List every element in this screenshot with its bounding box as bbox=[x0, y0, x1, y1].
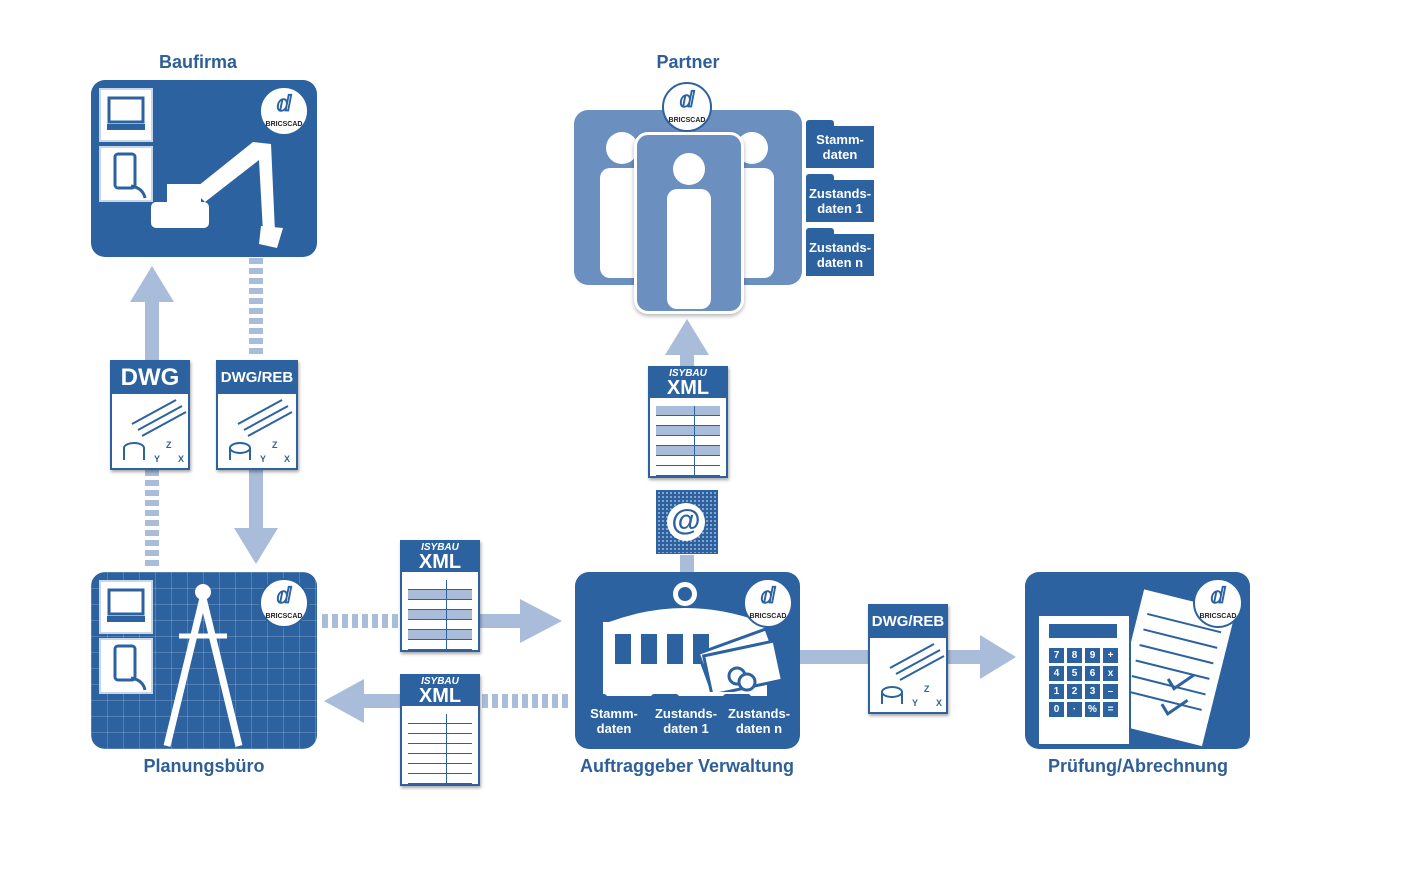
admin-folder-zustandsdaten-n[interactable]: Zustands-daten n bbox=[723, 694, 795, 744]
arrow-xml-to-planung bbox=[324, 679, 402, 723]
calculator-key: 3 bbox=[1085, 684, 1100, 699]
compass-icon bbox=[163, 584, 243, 747]
dashed-line-planung-to-xml bbox=[322, 614, 398, 628]
calculator-key: 0 bbox=[1049, 702, 1064, 717]
banknotes-icon bbox=[696, 626, 785, 692]
isybau-xml-document-top: ISYBAU XML bbox=[400, 540, 480, 652]
svg-text:Z: Z bbox=[272, 440, 278, 450]
dwg-reb-document-right: DWG/REB Z Y X bbox=[868, 604, 948, 714]
calculator-key: 6 bbox=[1085, 666, 1100, 681]
calculator-key: 9 bbox=[1085, 648, 1100, 663]
svg-text:Y: Y bbox=[154, 454, 160, 464]
at-sign-icon: @ bbox=[667, 503, 705, 541]
dwg-document: DWG Z Y X bbox=[110, 360, 190, 470]
partner-folder-zustandsdaten-1[interactable]: Zustands-daten 1 bbox=[806, 174, 874, 222]
checklist-documents-icon bbox=[1108, 588, 1238, 748]
excavator-icon bbox=[151, 142, 283, 248]
dwg-reb-title: DWG/REB bbox=[218, 362, 296, 394]
smartphone-icon bbox=[99, 638, 153, 694]
dashed-line-dwg-to-planung bbox=[145, 470, 159, 566]
svg-text:Y: Y bbox=[912, 698, 918, 708]
partner-folder-zustandsdaten-n[interactable]: Zustands-daten n bbox=[806, 228, 874, 276]
email-badge: @ bbox=[656, 490, 718, 554]
calculator-key: 4 bbox=[1049, 666, 1064, 681]
pipes-3d-icon: Z Y X bbox=[229, 399, 293, 464]
computer-icon bbox=[99, 580, 153, 634]
svg-text:Y: Y bbox=[260, 454, 266, 464]
calculator-key: + bbox=[1103, 648, 1118, 663]
auftraggeber-label: Auftraggeber Verwaltung bbox=[579, 756, 795, 776]
person-icon bbox=[667, 153, 711, 309]
arrow-dwgreb-to-planung bbox=[234, 470, 278, 564]
partner-folder-stammdaten[interactable]: Stamm-daten bbox=[806, 120, 874, 168]
dwg-reb-document-left: DWG/REB Z Y X bbox=[216, 360, 298, 470]
dashed-line-auftraggeber-to-xml bbox=[482, 694, 568, 708]
calculator-key: 5 bbox=[1067, 666, 1082, 681]
calculator-key: – bbox=[1103, 684, 1118, 699]
calculator-key: % bbox=[1085, 702, 1100, 717]
admin-folder-zustandsdaten-1[interactable]: Zustands-daten 1 bbox=[651, 694, 721, 744]
pipes-3d-icon: Z Y X bbox=[123, 399, 187, 464]
dwg-title: DWG bbox=[112, 362, 188, 394]
calculator-key: 1 bbox=[1049, 684, 1064, 699]
calculator-key: x bbox=[1103, 666, 1118, 681]
planungsbuero-label: Planungsbüro bbox=[143, 756, 265, 776]
calculator-key: = bbox=[1103, 702, 1118, 717]
partner-label: Partner bbox=[656, 52, 720, 72]
svg-text:X: X bbox=[284, 454, 290, 464]
dwg-reb-title: DWG/REB bbox=[870, 606, 946, 638]
computer-icon bbox=[99, 88, 153, 142]
calculator-key: 8 bbox=[1067, 648, 1082, 663]
svg-text:X: X bbox=[936, 698, 942, 708]
dashed-line-baufirma-to-dwgreb bbox=[249, 258, 263, 354]
svg-text:Z: Z bbox=[924, 684, 930, 694]
calculator-key: 2 bbox=[1067, 684, 1082, 699]
smartphone-icon bbox=[99, 146, 153, 202]
svg-text:Z: Z bbox=[166, 440, 172, 450]
svg-text:X: X bbox=[178, 454, 184, 464]
arrow-auftraggeber-to-partner bbox=[665, 319, 709, 575]
calculator-key: 7 bbox=[1049, 648, 1064, 663]
admin-folder-stammdaten[interactable]: Stamm-daten bbox=[579, 694, 649, 744]
baufirma-label: Baufirma bbox=[158, 52, 238, 72]
arrow-auftraggeber-to-pruefung bbox=[800, 635, 1016, 679]
pipes-3d-icon: Z Y X bbox=[881, 643, 945, 708]
pruefung-label: Prüfung/Abrechnung bbox=[1048, 756, 1228, 776]
isybau-xml-document-partner: ISYBAU XML bbox=[648, 366, 728, 478]
arrow-planung-to-baufirma bbox=[130, 266, 174, 362]
isybau-xml-document-bottom: ISYBAU XML bbox=[400, 674, 480, 786]
partner-person-card bbox=[634, 132, 744, 314]
arrow-xml-to-auftraggeber bbox=[478, 599, 562, 643]
calculator-key: · bbox=[1067, 702, 1082, 717]
